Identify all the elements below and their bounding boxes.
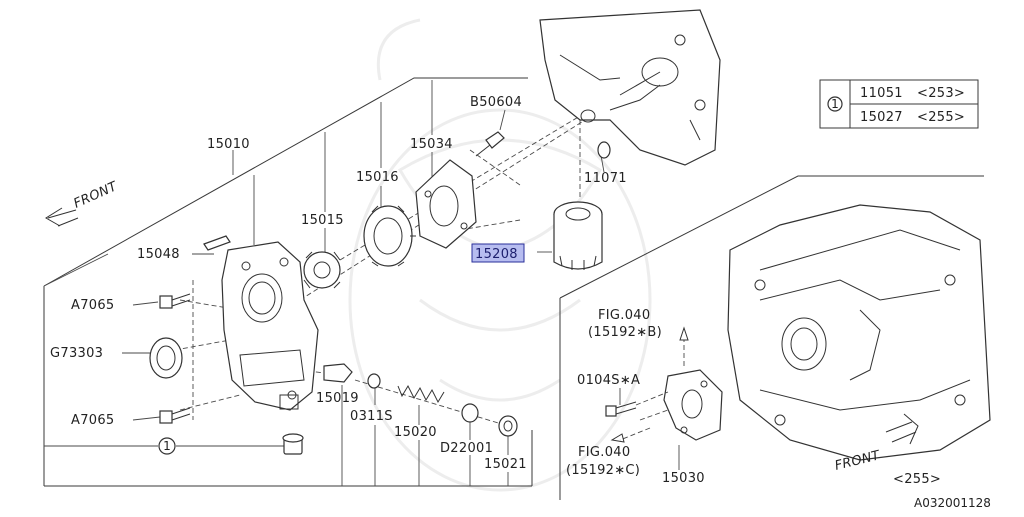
label-15208[interactable]: 15208 [475,247,518,262]
label-front-left: FRONT [72,179,121,212]
right-assembly-frame [559,175,984,500]
label-ref-255[interactable]: <255> [893,472,941,487]
left-assembly-frame [43,77,533,487]
inner-rotor[interactable] [303,251,341,289]
ref-table-row[interactable]: 11051 <253> [860,86,965,101]
relief-valve[interactable] [323,363,353,383]
right-leader-lines [610,326,689,470]
label-11071[interactable]: 11071 [584,171,627,186]
ref-row-ref[interactable]: <253> [917,86,965,101]
ref-table-row[interactable]: 15027 <255> [860,110,965,125]
label-15016[interactable]: 15016 [356,170,399,185]
pump-cover[interactable] [415,159,477,249]
pump-15030[interactable] [663,369,723,441]
reference-table: 1 11051 <253> 15027 <255> [819,79,979,129]
label-0311s[interactable]: 0311S [350,409,393,424]
label-15020[interactable]: 15020 [394,425,437,440]
label-15048[interactable]: 15048 [137,247,180,262]
ref-row-ref[interactable]: <255> [917,110,965,125]
callout-marker-left[interactable]: 1 [158,437,176,455]
key-15048[interactable] [203,235,231,251]
label-15019[interactable]: 15019 [316,391,359,406]
label-fig040-bottom[interactable]: FIG.040 [578,445,630,460]
front-arrow-right-icon [885,413,919,445]
leader-lines [43,80,605,486]
document-id: A032001128 [914,496,991,510]
label-15030[interactable]: 15030 [662,471,705,486]
cylinder-block [727,204,991,461]
ref-row-part: 15027 [860,110,903,125]
o-ring-11071[interactable] [597,141,611,159]
gasket-d22001[interactable] [461,403,479,423]
washer-0311s[interactable] [367,373,381,389]
highlight-15208-box [471,243,525,263]
oil-filter[interactable] [553,201,603,270]
bolt-a7065-bottom[interactable] [159,407,191,424]
label-15021[interactable]: 15021 [484,457,527,472]
ref-row-part: 11051 [860,86,903,101]
label-a7065-bottom[interactable]: A7065 [71,413,114,428]
bolt-a7065-top[interactable] [159,293,191,309]
label-15034[interactable]: 15034 [410,137,453,152]
ref-table-marker: 1 [831,97,839,111]
oil-seal[interactable] [149,337,183,379]
callout-marker-text: 1 [163,439,171,453]
spring-15020[interactable] [397,384,445,404]
front-arrow-left-icon [45,207,79,227]
bolt-b50604[interactable] [475,131,505,157]
drain-plug[interactable] [282,433,304,455]
label-0104s-a[interactable]: 0104S∗A [577,373,640,388]
plug-15021[interactable] [498,415,518,437]
label-d22001[interactable]: D22001 [440,441,493,456]
label-15010[interactable]: 15010 [207,137,250,152]
label-g73303[interactable]: G73303 [50,346,103,361]
label-fig040-top-ref[interactable]: (15192∗B) [588,325,662,340]
bolt-0104s-a[interactable] [605,401,637,417]
outer-rotor[interactable] [363,205,416,267]
label-fig040-top[interactable]: FIG.040 [598,308,650,323]
label-b50604[interactable]: B50604 [470,95,522,110]
label-15015[interactable]: 15015 [301,213,344,228]
label-fig040-bottom-ref[interactable]: (15192∗C) [566,463,640,478]
label-a7065-top[interactable]: A7065 [71,298,114,313]
engine-block-upper [539,9,721,166]
oil-pump-body[interactable] [221,241,319,411]
